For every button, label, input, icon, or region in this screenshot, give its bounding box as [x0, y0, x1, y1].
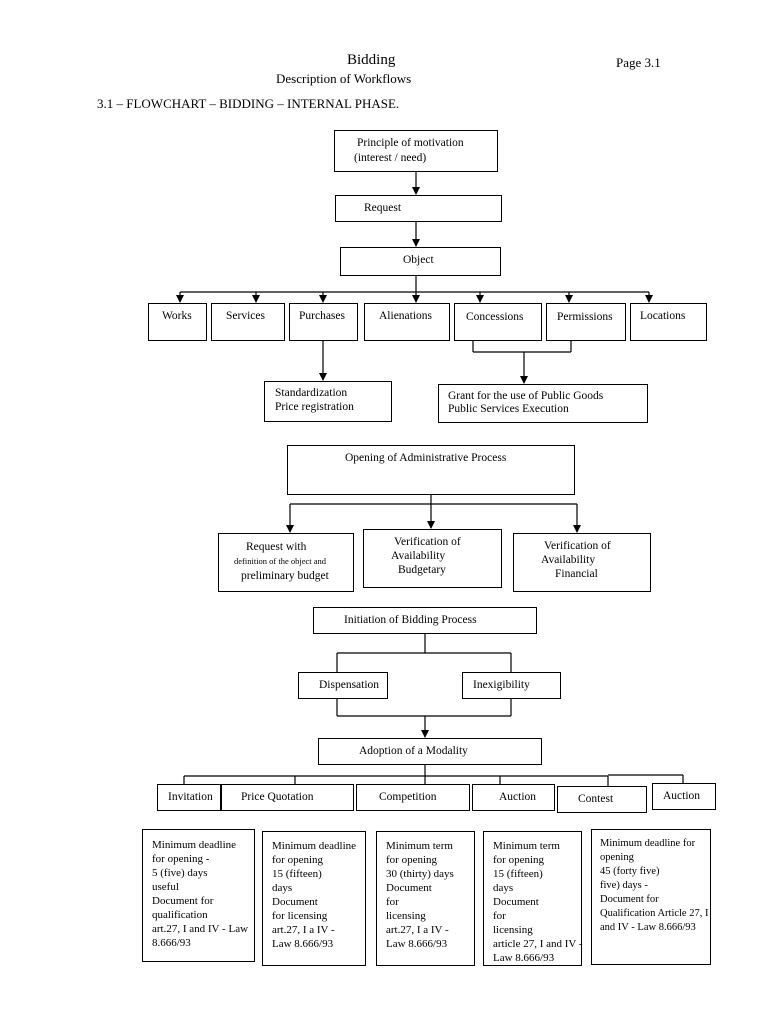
alienations-label: Alienations [379, 310, 433, 322]
contest-deadline-text: Minimum deadline for opening 45 (forty f… [600, 838, 709, 933]
locations-box: Locations [630, 303, 707, 341]
grant-label: Grant for the use of Public Goods [448, 390, 604, 402]
document-title: Bidding [347, 52, 396, 68]
concessions-box: Concessions [454, 303, 542, 341]
contest-label: Contest [578, 793, 614, 805]
initiation-box: Initiation of Bidding Process [313, 607, 537, 634]
permissions-box: Permissions [546, 303, 626, 341]
verification-budgetary-label-2: Availability [391, 550, 446, 562]
verification-financial-box: Verification of Availability Financial [513, 533, 651, 592]
contest-box: Contest [557, 786, 647, 813]
verification-financial-label-3: Financial [555, 568, 598, 580]
inexigibility-box: Inexigibility [462, 672, 561, 699]
auction-deadline-text: Minimum term for opening 15 (fifteen) da… [493, 840, 583, 964]
initiation-label: Initiation of Bidding Process [344, 614, 477, 626]
dispensation-box: Dispensation [298, 672, 388, 699]
auction-label: Auction [499, 791, 537, 803]
competition-deadline-note: Minimum term for opening 30 (thirty) day… [376, 831, 475, 966]
public-services-label: Public Services Execution [448, 403, 569, 415]
motivation-label: Principle of motivation [357, 137, 464, 149]
request-label: Request [364, 202, 402, 214]
alienations-box: Alienations [364, 303, 450, 341]
purchases-label: Purchases [299, 310, 345, 322]
verification-budgetary-box: Verification of Availability Budgetary [363, 529, 502, 588]
verification-budgetary-label-1: Verification of [394, 536, 461, 548]
auction-right-label: Auction [663, 790, 701, 802]
opening-box: Opening of Administrative Process [287, 445, 575, 495]
auction-deadline-note: Minimum term for opening 15 (fifteen) da… [483, 831, 583, 966]
price-quotation-deadline-text: Minimum deadline for opening 15 (fifteen… [272, 840, 357, 950]
object-label: Object [403, 254, 434, 266]
preliminary-budget-label: preliminary budget [241, 570, 329, 582]
page-number: Page 3.1 [616, 55, 661, 70]
request-with-label: Request with [246, 541, 307, 553]
price-quotation-label: Price Quotation [241, 791, 314, 803]
object-box: Object [340, 247, 501, 276]
invitation-deadline-text: Minimum deadline for opening - 5 (five) … [152, 839, 249, 949]
contest-deadline-note: Minimum deadline for opening 45 (forty f… [591, 829, 711, 965]
standardization-box: Standardization Price registration [264, 381, 392, 422]
section-heading: 3.1 – FLOWCHART – BIDDING – INTERNAL PHA… [97, 96, 400, 111]
purchases-box: Purchases [289, 303, 358, 341]
competition-deadline-text: Minimum term for opening 30 (thirty) day… [386, 840, 454, 950]
motivation-sublabel: (interest / need) [354, 152, 427, 164]
inexigibility-label: Inexigibility [473, 679, 530, 691]
grant-box: Grant for the use of Public Goods Public… [438, 384, 648, 423]
works-box: Works [148, 303, 207, 341]
auction-right-box: Auction [652, 783, 716, 810]
works-label: Works [162, 310, 192, 322]
verification-financial-label-2: Availability [541, 554, 596, 566]
invitation-box: Invitation [157, 784, 221, 811]
request-box: Request [335, 195, 502, 222]
adoption-label: Adoption of a Modality [359, 745, 468, 757]
definition-label: definition of the object and [234, 556, 327, 566]
services-box: Services [211, 303, 285, 341]
adoption-box: Adoption of a Modality [318, 738, 542, 765]
competition-box: Competition [356, 784, 470, 811]
opening-label: Opening of Administrative Process [345, 452, 507, 464]
invitation-deadline-note: Minimum deadline for opening - 5 (five) … [142, 829, 255, 962]
price-registration-label: Price registration [275, 401, 354, 413]
price-quotation-deadline-note: Minimum deadline for opening 15 (fifteen… [262, 831, 366, 966]
auction-box: Auction [472, 784, 555, 811]
concessions-label: Concessions [466, 311, 524, 323]
dispensation-label: Dispensation [319, 679, 380, 691]
permissions-label: Permissions [557, 311, 613, 323]
price-quotation-box: Price Quotation [221, 784, 354, 811]
locations-label: Locations [640, 310, 686, 322]
standardization-label: Standardization [275, 387, 348, 399]
request-definition-box: Request with definition of the object an… [218, 533, 354, 592]
competition-label: Competition [379, 791, 437, 803]
document-subtitle: Description of Workflows [276, 71, 412, 86]
invitation-label: Invitation [168, 791, 213, 803]
motivation-box: Principle of motivation (interest / need… [334, 130, 498, 172]
verification-budgetary-label-3: Budgetary [398, 564, 446, 576]
verification-financial-label-1: Verification of [544, 540, 611, 552]
services-label: Services [226, 310, 265, 322]
